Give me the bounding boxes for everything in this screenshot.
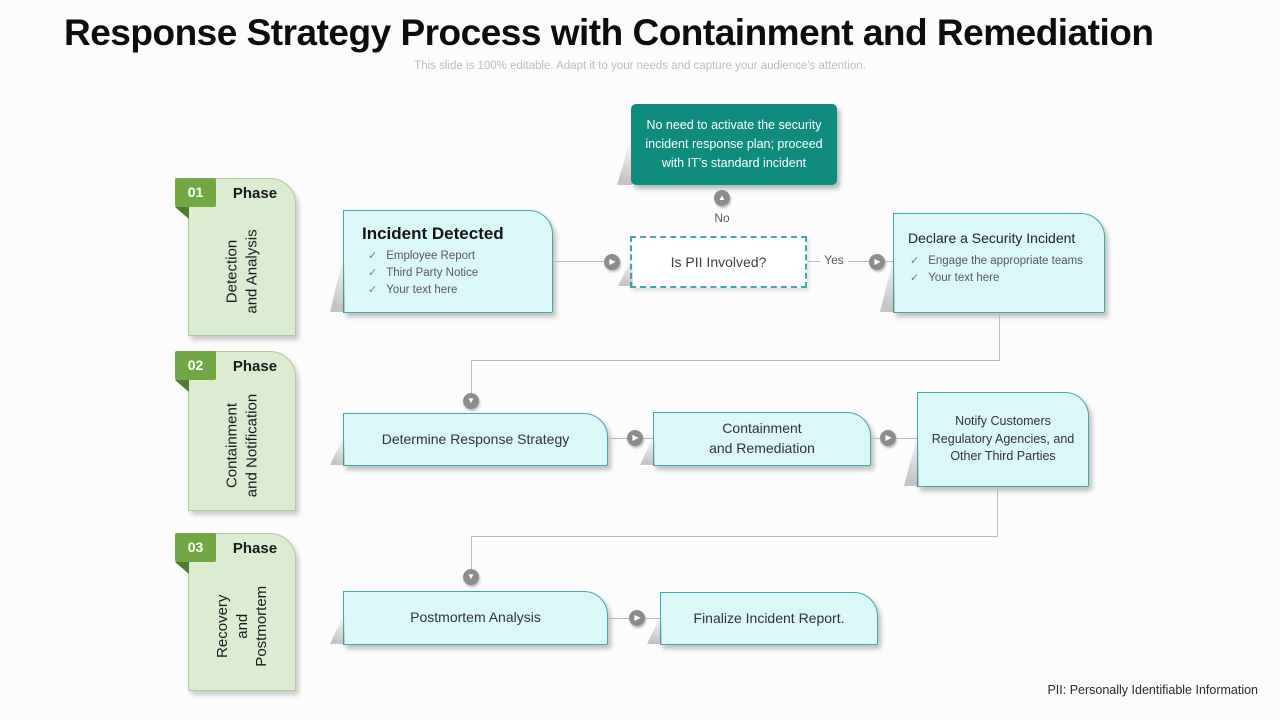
phase-card-2: 02 Phase Containment and Notification [175,351,296,511]
finalize-report-box: Finalize Incident Report. [660,592,878,645]
phase-card-1: 01 Phase Detection and Analysis [175,178,296,336]
phase-number-badge: 03 [175,533,216,562]
check-icon: ✓ [910,255,920,267]
phase-name: Recovery and Postmortem [213,585,270,667]
arrow-down-connector: ▼ [463,569,479,585]
checklist-item-label: Third Party Notice [386,267,479,279]
checklist: ✓ Employee Report ✓ Third Party Notice ✓ Yo… [368,248,552,299]
checklist-item: ✓ Engage the appropriate teams [910,253,1104,270]
checklist-item-label: Your text here [386,284,458,296]
checklist: ✓ Engage the appropriate teams ✓ Your text… [910,253,1104,287]
checklist-item-label: Employee Report [386,250,476,262]
phase-label: Phase [232,540,278,557]
phase-label: Phase [232,185,278,202]
check-icon: ✓ [368,267,378,279]
check-icon: ✓ [368,284,378,296]
connector-line [471,361,472,393]
checklist-item-label: Your text here [928,272,1000,284]
slide-subtitle: This slide is 100% editable. Adapt it to… [414,60,866,72]
arrow-right-icon: ▶ [632,433,639,442]
connector-line [608,618,629,619]
pii-footnote: PII: Personally Identifiable Information [1047,683,1258,697]
checklist-item-label: Engage the appropriate teams [928,255,1083,267]
badge-fold [175,207,189,219]
check-icon: ✓ [910,272,920,284]
yes-branch-label: Yes [820,253,848,267]
phase-number-badge: 02 [175,351,216,380]
containment-remediation-box: Containment and Remediation [653,412,871,466]
box-title: Containment and Remediation [709,420,815,456]
arrow-right-icon: ▶ [609,257,616,266]
connector-line [471,537,472,569]
checklist-item: ✓ Your text here [368,282,552,299]
badge-fold [175,380,189,392]
checklist-item: ✓ Your text here [910,270,1104,287]
box-title: Declare a Security Incident [908,230,1076,246]
checklist-item: ✓ Employee Report [368,248,552,265]
box-title: Determine Response Strategy [381,430,570,447]
arrow-right-icon: ▶ [874,257,881,266]
connector-line [997,487,998,536]
arrow-down-icon: ▼ [467,572,475,581]
pii-decision-box: Is PII Involved? [630,236,807,288]
no-branch-label: No [700,211,744,225]
arrow-right-connector: ▶ [604,254,620,270]
connector-line [471,536,998,537]
badge-fold [175,562,189,574]
phase-name: Containment and Notification [223,393,261,497]
arrow-up-icon: ▲ [718,193,726,202]
declare-incident-box: Declare a Security Incident ✓ Engage the … [893,213,1105,313]
phase-label: Phase [232,358,278,375]
determine-strategy-box: Determine Response Strategy [343,413,608,466]
connector-line [471,360,1000,361]
decision-question: Is PII Involved? [670,254,767,270]
connector-line [885,261,893,262]
box-title: Finalize Incident Report. [693,609,845,626]
box-title: Incident Detected [362,224,504,243]
box-title: Notify Customers Regulatory Agencies, an… [931,414,1075,464]
arrow-right-connector: ▶ [880,430,896,446]
phase-card-3: 03 Phase Recovery and Postmortem [175,533,296,691]
arrow-right-connector: ▶ [627,430,643,446]
arrow-down-connector: ▼ [463,393,479,409]
arrow-up-connector: ▲ [714,190,730,206]
phase-name-wrap: Containment and Notification [189,384,295,506]
box-title: Postmortem Analysis [410,609,541,626]
postmortem-analysis-box: Postmortem Analysis [343,591,608,645]
notify-parties-box: Notify Customers Regulatory Agencies, an… [917,392,1089,487]
check-icon: ✓ [368,250,378,262]
arrow-right-connector: ▶ [629,610,645,626]
arrow-down-icon: ▼ [467,396,475,405]
connector-line [553,261,604,262]
callout-no-branch: No need to activate the security inciden… [631,104,837,185]
checklist-item: ✓ Third Party Notice [368,265,552,282]
connector-line [896,438,917,439]
connector-line [645,618,660,619]
connector-line [643,438,653,439]
page-title: Response Strategy Process with Containme… [64,12,1154,53]
phase-number-badge: 01 [175,178,216,207]
connector-line [999,313,1000,360]
incident-detected-box: Incident Detected ✓ Employee Report ✓ Thir… [343,210,553,313]
phase-name: Detection and Analysis [223,228,261,314]
phase-name-wrap: Recovery and Postmortem [189,566,295,686]
arrow-right-icon: ▶ [885,433,892,442]
phase-name-wrap: Detection and Analysis [189,211,295,331]
arrow-right-connector: ▶ [869,254,885,270]
connector-line [871,438,880,439]
arrow-right-icon: ▶ [634,613,641,622]
connector-line [608,438,627,439]
